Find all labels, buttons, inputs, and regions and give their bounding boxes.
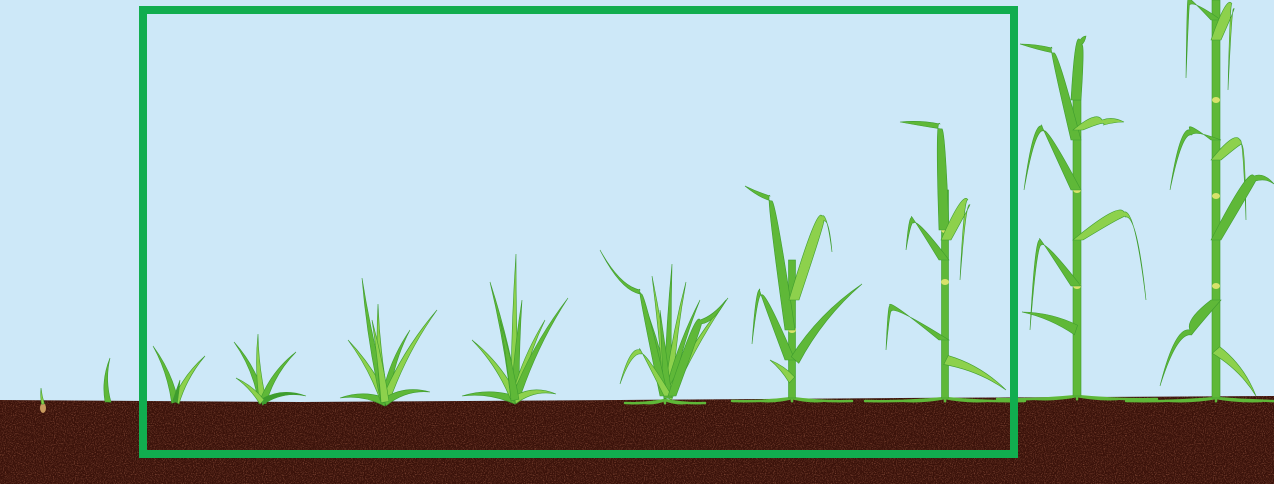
soil-layer	[0, 396, 1274, 484]
soil-speckle	[0, 396, 1274, 484]
